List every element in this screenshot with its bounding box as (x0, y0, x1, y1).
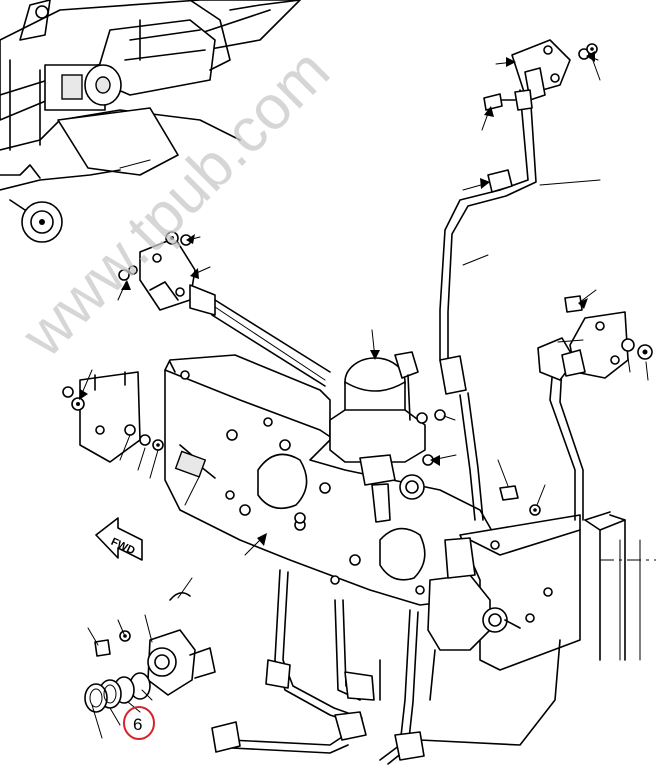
hydraulic-lines (211, 89, 584, 765)
nut (529, 504, 541, 516)
nut (578, 48, 590, 60)
bolt (499, 485, 519, 501)
chassis-assembly (0, 0, 301, 243)
right-bracket (459, 511, 656, 671)
bolt (139, 434, 151, 446)
leader-arrows (79, 51, 649, 739)
bolt (319, 482, 331, 494)
nut (416, 412, 428, 424)
accumulator (329, 351, 426, 523)
bolt (118, 269, 130, 281)
fwd-direction-arrow: FWD (95, 517, 143, 561)
mid-right-bracket (561, 311, 653, 379)
bolt (165, 231, 179, 245)
nut (62, 386, 74, 398)
bolt (94, 639, 111, 657)
bolt (128, 265, 138, 275)
hydraulic-valve (427, 537, 521, 701)
washer (119, 630, 131, 642)
upper-right-bracket (497, 39, 571, 111)
bolt (124, 424, 136, 436)
left-bracket (79, 371, 141, 463)
mounting-plate (164, 354, 501, 606)
callout-number: 6 (133, 715, 142, 734)
pivot-hub (84, 629, 216, 713)
bolt (564, 295, 583, 313)
bolt (294, 512, 306, 524)
bolt (434, 409, 446, 421)
bolt (483, 93, 503, 111)
bolt (152, 439, 164, 451)
nut (71, 397, 85, 411)
fasteners (62, 43, 598, 657)
callout-item-6: 6 (123, 706, 155, 740)
nut (586, 43, 598, 55)
